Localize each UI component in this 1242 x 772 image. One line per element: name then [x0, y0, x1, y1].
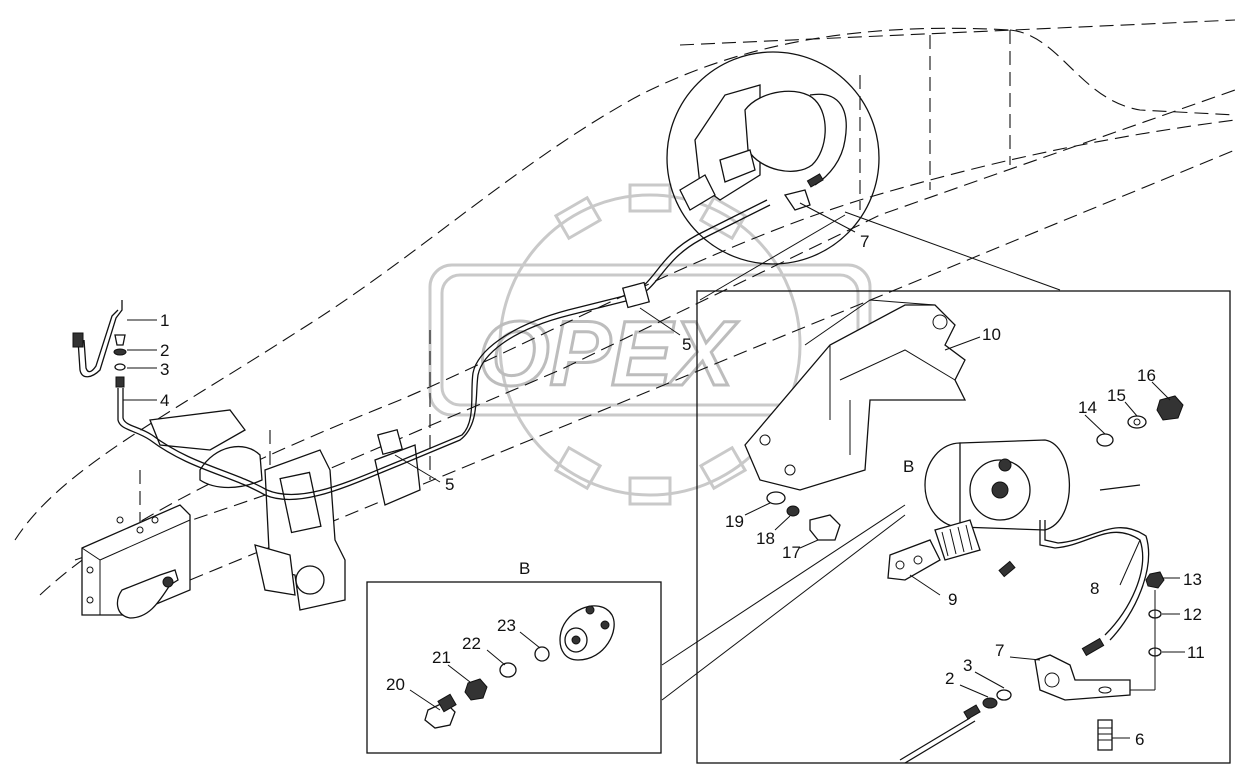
pipe-lower [899, 717, 971, 761]
callout-15: 15 [1107, 386, 1126, 405]
washer-22 [499, 662, 517, 678]
mini-hose [809, 93, 847, 186]
mounting-bracket-10 [744, 304, 967, 491]
rail-end-curve [1009, 29, 1236, 116]
callout-5-lower: 5 [445, 475, 454, 494]
callout-17: 17 [782, 543, 801, 562]
hose-fitting [1081, 637, 1105, 657]
detail-b-title: B [519, 559, 530, 578]
detail-box-frame [696, 290, 1231, 764]
detail-b-leader [661, 504, 906, 666]
bolt-6 [1097, 719, 1113, 751]
mini-clevis [679, 174, 716, 211]
callout-8: 8 [1090, 579, 1099, 598]
callout-10: 10 [982, 325, 1001, 344]
callout-6: 6 [1135, 730, 1144, 749]
pipe-end-fitting [72, 332, 84, 348]
bracket-7 [1034, 654, 1131, 701]
callout-7-lower: 7 [995, 641, 1004, 660]
watermark-gear-teeth [553, 183, 748, 506]
nut-13 [1145, 571, 1165, 589]
front-crossmember [81, 409, 421, 619]
washer-14 [1096, 433, 1114, 447]
frame-clip-plate [374, 444, 421, 506]
callout-18: 18 [756, 529, 775, 548]
nut-16 [1156, 395, 1184, 421]
clutch-pipe-assembly [72, 199, 771, 501]
pipe-segment-upper [77, 300, 123, 378]
callout-21: 21 [432, 648, 451, 667]
callout-leaders [123, 202, 1185, 739]
frame-plate [149, 409, 246, 451]
callout-labels: 1 2 3 4 5 5 7 10 16 15 14 B 19 18 17 9 8… [160, 232, 1205, 749]
rail-far-edge [679, 19, 1236, 46]
zoom-leader-right [844, 211, 1061, 291]
detail-b-frame [366, 581, 662, 754]
detail-circle [666, 51, 1061, 301]
pipe-clip-5a [621, 281, 651, 309]
rail-top-edge [14, 27, 1011, 541]
callout-19: 19 [725, 512, 744, 531]
detail-b-box [366, 581, 662, 754]
bolt-17 [809, 514, 841, 541]
washer-19 [766, 491, 786, 505]
callout-13: 13 [1183, 570, 1202, 589]
callout-14: 14 [1078, 398, 1097, 417]
callout-16: 16 [1137, 366, 1156, 385]
callout-2-lower: 2 [945, 669, 954, 688]
callout-4: 4 [160, 391, 169, 410]
callout-20: 20 [386, 675, 405, 694]
callout-23: 23 [497, 616, 516, 635]
washer-23 [534, 646, 550, 662]
callout-3: 3 [160, 360, 169, 379]
callout-11: 11 [1187, 643, 1205, 662]
callout-3-lower: 3 [963, 656, 972, 675]
callout-12: 12 [1183, 605, 1202, 624]
callout-2: 2 [160, 341, 169, 360]
fitting-1 [114, 334, 126, 346]
callout-22: 22 [462, 634, 481, 653]
watermark-text: OPEX [478, 303, 738, 405]
rail-mid-edge [39, 119, 1236, 596]
detail-box [661, 290, 1231, 764]
washer-3 [114, 363, 126, 371]
hose-8 [1039, 520, 1144, 636]
washer-3b [996, 689, 1012, 701]
washer-18 [786, 505, 800, 517]
washer-2 [113, 348, 127, 356]
callout-1: 1 [160, 311, 169, 330]
frame-rail [14, 19, 1236, 600]
callout-7-upper: 7 [860, 232, 869, 251]
mini-cylinder [744, 90, 826, 172]
axle-tube [199, 446, 263, 489]
fitting-nut [115, 376, 125, 388]
pipe-clip-5b [376, 428, 404, 456]
callout-9: 9 [948, 590, 957, 609]
nut-21 [464, 678, 488, 701]
callout-5-upper: 5 [682, 335, 691, 354]
mini-bracket-7 [783, 189, 811, 211]
callout-b-label-right: B [903, 457, 914, 476]
washer-15 [1127, 415, 1147, 429]
washer-2b [982, 697, 998, 709]
detail-circle-outline [666, 51, 880, 265]
